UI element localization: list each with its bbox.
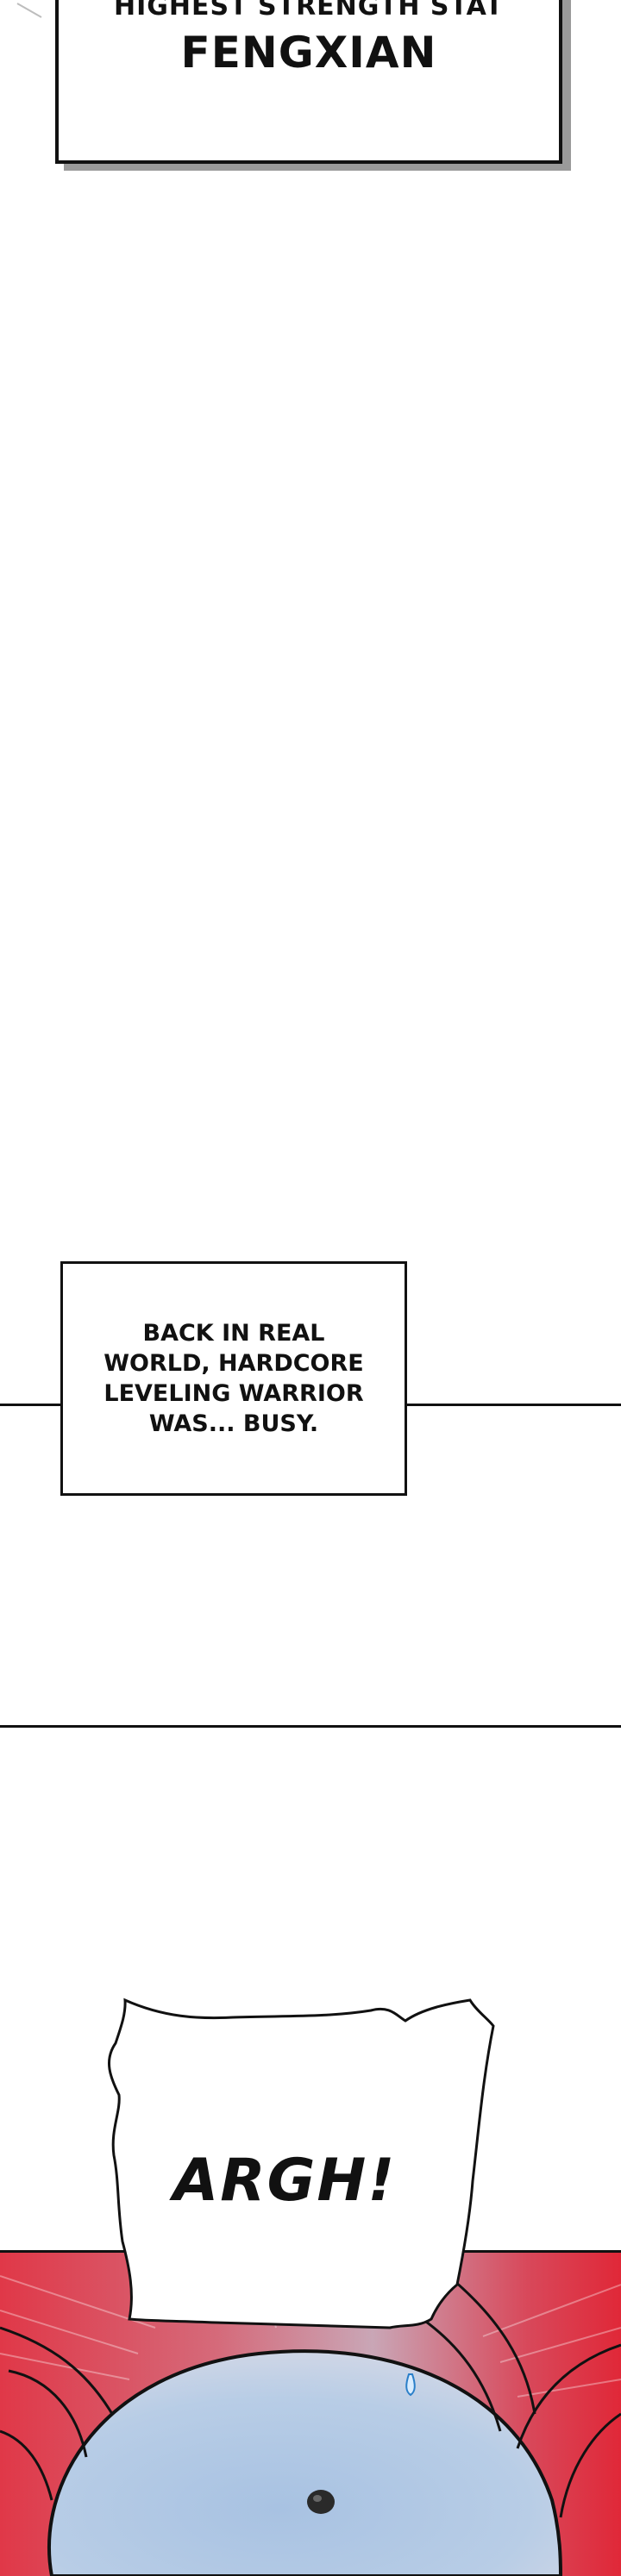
caption-name: FENGXIAN	[180, 28, 437, 78]
sweat-drop	[405, 2373, 416, 2397]
speech-bubble-text: ARGH!	[172, 2147, 397, 2215]
nose	[307, 2490, 335, 2514]
character-art	[0, 1998, 621, 2576]
narration-line: WORLD, HARDCORE	[104, 1350, 364, 1377]
caption-heading: HIGHEST STRENGTH STAT	[114, 0, 504, 22]
narration-text: BACK IN REAL WORLD, HARDCORE LEVELING WA…	[96, 1318, 372, 1439]
caption-panel-strength: HIGHEST STRENGTH STAT FENGXIAN	[55, 0, 562, 164]
panel-border-line	[0, 1725, 621, 1728]
speech-bubble	[108, 1998, 495, 2329]
sketch-stroke	[16, 3, 42, 18]
narration-line: WAS... BUSY.	[148, 1410, 319, 1437]
narration-box: BACK IN REAL WORLD, HARDCORE LEVELING WA…	[60, 1261, 407, 1496]
narration-line: LEVELING WARRIOR	[104, 1380, 364, 1407]
narration-line: BACK IN REAL	[142, 1320, 325, 1347]
face	[47, 2349, 563, 2576]
